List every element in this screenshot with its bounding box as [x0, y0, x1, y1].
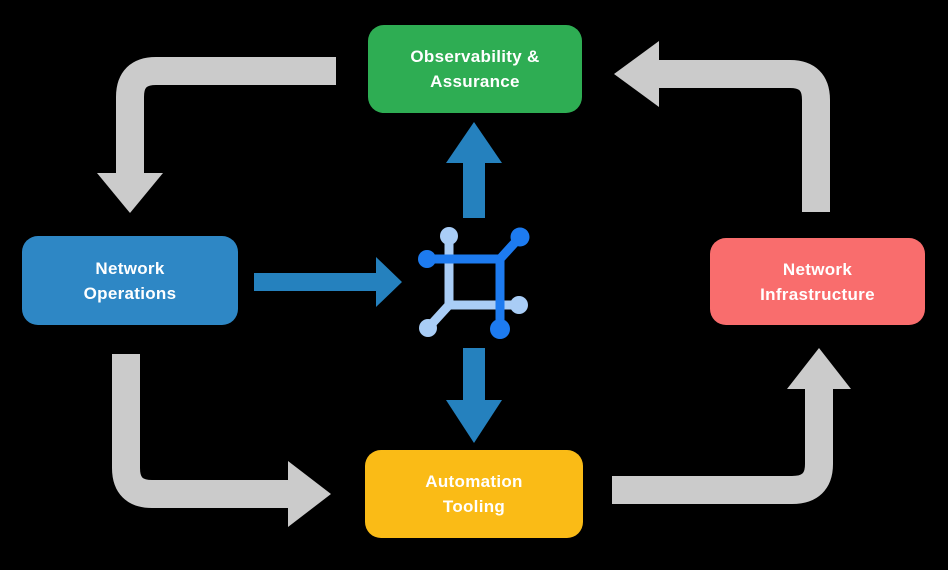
node-label-line: Infrastructure: [760, 284, 875, 304]
flow-arrow-operations-to-hub-icon: [254, 257, 402, 307]
node-label-line: Network: [782, 259, 853, 279]
node-observability-assurance: Observability & Assurance: [368, 25, 582, 113]
node-automation-tooling: Automation Tooling: [365, 450, 583, 538]
node-label-line: Network: [95, 258, 165, 278]
node-label-line: Automation: [425, 472, 523, 491]
network-mesh-icon: [418, 227, 530, 339]
cycle-arrow-operations-to-automation-icon: [112, 354, 331, 527]
node-label-line: Observability &: [410, 47, 540, 66]
node-label-line: Operations: [83, 283, 177, 303]
node-label-line: Assurance: [430, 72, 520, 91]
flow-arrow-hub-to-observability-icon: [446, 122, 502, 218]
node-label-line: Tooling: [442, 497, 506, 516]
cycle-arrow-observability-to-operations-icon: [97, 57, 336, 213]
cycle-arrow-automation-to-infrastructure-icon: [612, 348, 851, 504]
flow-arrow-hub-to-automation-icon: [446, 348, 502, 443]
node-network-infrastructure: Network Infrastructure: [710, 238, 925, 325]
cycle-arrow-infrastructure-to-observability-icon: [614, 41, 830, 212]
node-network-operations: Network Operations: [22, 236, 238, 325]
